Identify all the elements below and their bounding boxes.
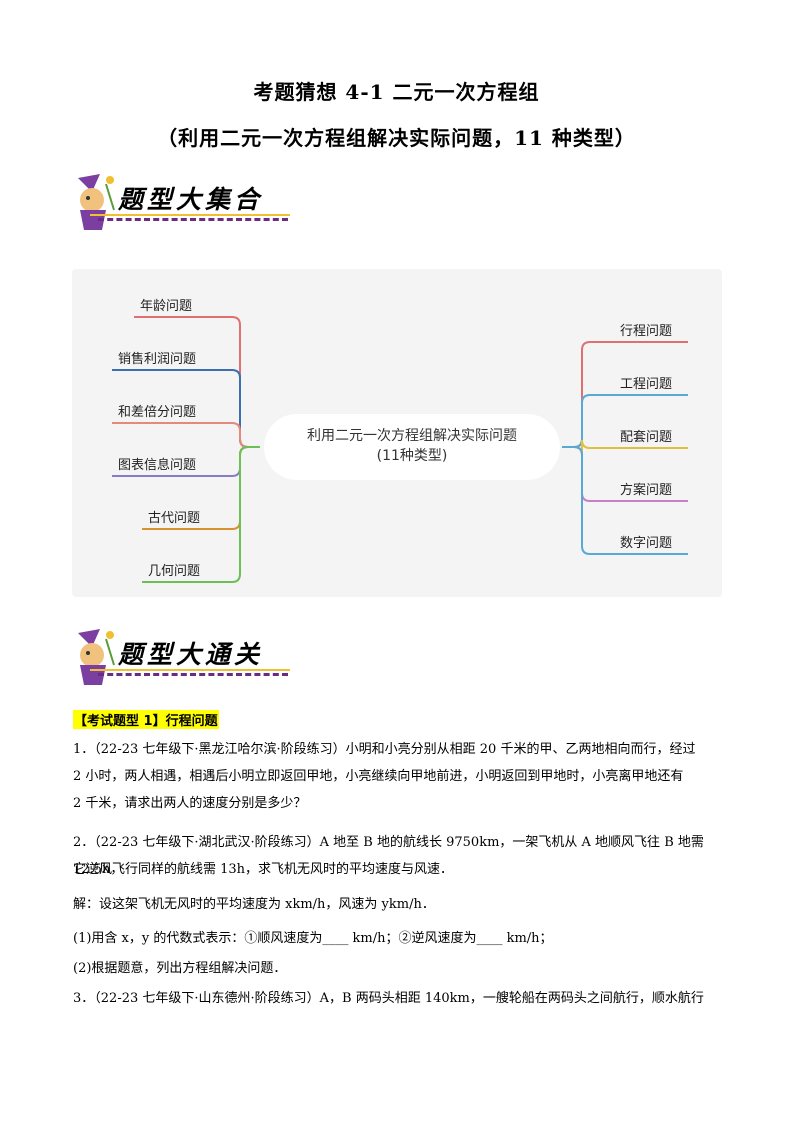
problem-2-line-3: 解：设这架飞机无风时的平均速度为 xkm/h，风速为 ykm/h． [73, 897, 435, 912]
problem-2-line-5: (2)根据题意，列出方程组解决问题． [73, 961, 287, 976]
left-branch-line [112, 422, 260, 448]
title-line-1: 考题猜想 4-1 二元一次方程组 [253, 80, 540, 104]
mind-map-right-item: 数字问题 [620, 536, 673, 551]
problem-3-line-1: 3．（22-23 七年级下·山东德州·阶段练习）A，B 两码头相距 140km，… [73, 991, 704, 1006]
center-subtitle: (11种类型) [376, 448, 448, 464]
banner-underline-gold [90, 669, 290, 671]
mind-map-left-item: 年龄问题 [140, 299, 193, 314]
mind-map-right-item: 配套问题 [620, 430, 673, 445]
problem-1-line-2: 2 小时，两人相遇，相遇后小明立即返回甲地，小亮继续向甲地前进，小明返回到甲地时… [73, 769, 684, 784]
mind-map: 利用二元一次方程组解决实际问题 (11种类型) 年龄问题销售利润问题和差倍分问题… [72, 269, 722, 597]
left-branch-line [134, 316, 260, 448]
mind-map-right-item: 方案问题 [620, 483, 673, 498]
mind-map-connectors [112, 316, 688, 583]
mind-map-right-item: 行程问题 [620, 324, 673, 339]
mind-map-left-item: 销售利润问题 [118, 352, 197, 367]
title-line-2: （利用二元一次方程组解决实际问题，11 种类型） [157, 126, 636, 150]
mind-map-left-item: 古代问题 [148, 511, 201, 526]
section-tag: 【考试题型 1】行程问题 [73, 710, 219, 729]
banner-underline-dashed [98, 673, 288, 676]
mind-map-right-item: 工程问题 [620, 377, 673, 392]
banner-1-text: 题型大集合 [118, 185, 264, 214]
problem-2-line-4: (1)用含 x，y 的代数式表示：①顺风速度为____ km/h；②逆风速度为_… [73, 931, 553, 946]
wizard-mascot-icon [78, 629, 115, 685]
problem-2-line-1: 2．（22-23 七年级下·湖北武汉·阶段练习）A 地至 B 地的航线长 975… [73, 835, 704, 877]
problem-1-line-3: 2 千米，请求出两人的速度分别是多少？ [73, 796, 307, 811]
problem-1-line-1: 1．（22-23 七年级下·黑龙江哈尔滨·阶段练习）小明和小亮分别从相距 20 … [73, 742, 696, 757]
mind-map-left-item: 几何问题 [148, 564, 201, 579]
banner-2-text: 题型大通关 [118, 640, 264, 669]
center-title: 利用二元一次方程组解决实际问题 [307, 428, 517, 444]
section-banner-2: 题型大通关 [70, 625, 300, 689]
mind-map-center-node: 利用二元一次方程组解决实际问题 (11种类型) [264, 414, 560, 480]
banner-underline-gold [90, 214, 290, 216]
left-branch-line [142, 446, 260, 583]
section-banner-1: 题型大集合 [70, 170, 300, 234]
wizard-mascot-icon [78, 174, 115, 230]
mind-map-left-item: 图表信息问题 [118, 458, 197, 473]
problem-2-line-2: 它逆风飞行同样的航线需 13h，求飞机无风时的平均速度与风速． [73, 862, 454, 877]
banner-underline-dashed [98, 218, 288, 221]
right-branch-line [562, 446, 688, 555]
mind-map-left-item: 和差倍分问题 [118, 405, 197, 420]
